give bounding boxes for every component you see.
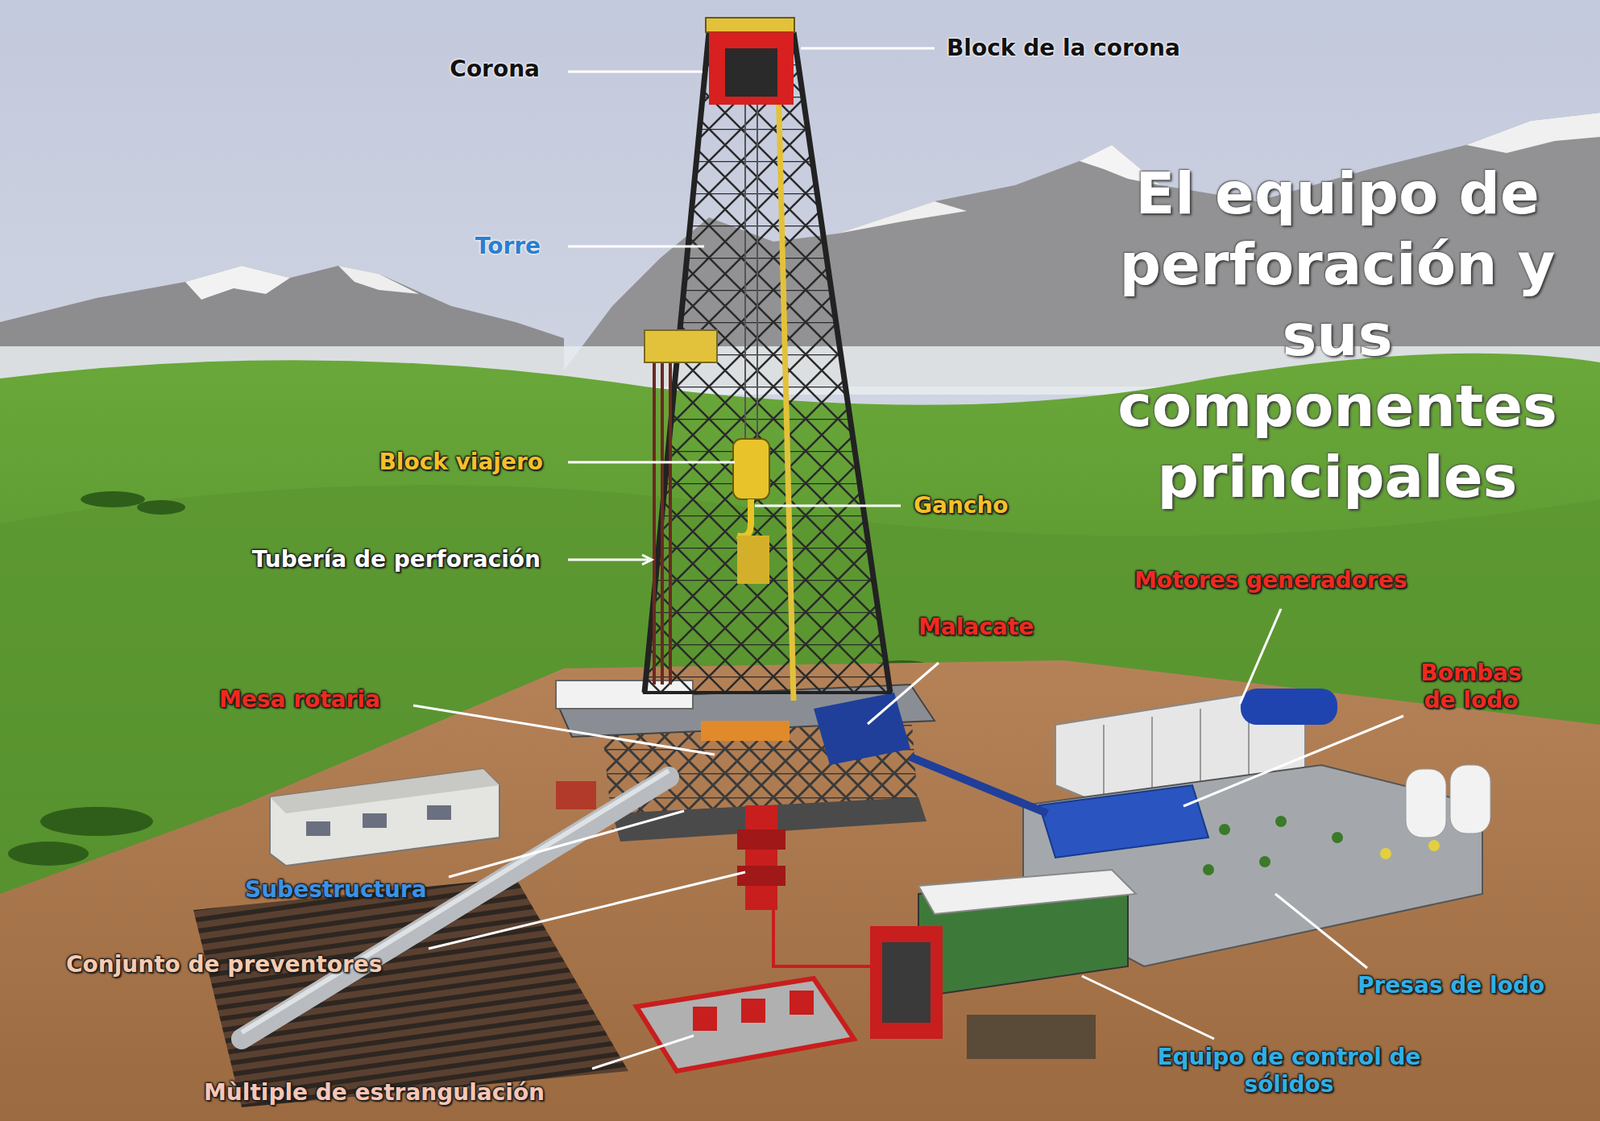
- label-anchor: Mesa rotaria: [219, 686, 381, 714]
- component-label: Mùltiple de estrangulación: [203, 1079, 545, 1107]
- label-anchor: Tubería de perforación: [252, 546, 541, 574]
- component-label: Torre: [475, 232, 541, 261]
- label-anchor: Equipo de control de sólidos: [1127, 1044, 1451, 1099]
- label-anchor: Mùltiple de estrangulación: [203, 1079, 545, 1107]
- label-anchor: Block de la corona: [946, 34, 1181, 63]
- label-anchor: Subestructura: [244, 876, 427, 904]
- component-label: Bombas de lodo: [1406, 659, 1536, 715]
- label-anchor: Torre: [475, 232, 541, 261]
- component-label: Subestructura: [244, 876, 427, 904]
- title-block: El equipo de perforación y sus component…: [1091, 157, 1584, 513]
- component-label: Tubería de perforación: [252, 546, 541, 574]
- label-anchor: Bombas de lodo: [1406, 659, 1536, 715]
- label-anchor: Corona: [449, 55, 540, 83]
- label-anchor: Presas de lodo: [1357, 972, 1545, 1000]
- component-label: Gancho: [913, 492, 1009, 520]
- component-label: Malacate: [918, 613, 1034, 642]
- component-label: Motores generadores: [1134, 567, 1407, 595]
- component-label: Block de la corona: [946, 34, 1181, 63]
- diagram-title: El equipo de perforación y sus component…: [1091, 157, 1584, 513]
- component-label: Block viajero: [378, 448, 544, 477]
- component-label: Corona: [449, 55, 540, 83]
- label-anchor: Motores generadores: [1134, 567, 1407, 595]
- component-label: Equipo de control de sólidos: [1127, 1044, 1451, 1099]
- label-anchor: Block viajero: [378, 448, 544, 477]
- label-anchor: Conjunto de preventores: [66, 951, 382, 979]
- component-label: Mesa rotaria: [219, 686, 381, 714]
- component-label: Presas de lodo: [1357, 972, 1545, 1000]
- component-label: Conjunto de preventores: [66, 951, 382, 979]
- label-anchor: Malacate: [918, 613, 1034, 642]
- label-anchor: Gancho: [913, 492, 1009, 520]
